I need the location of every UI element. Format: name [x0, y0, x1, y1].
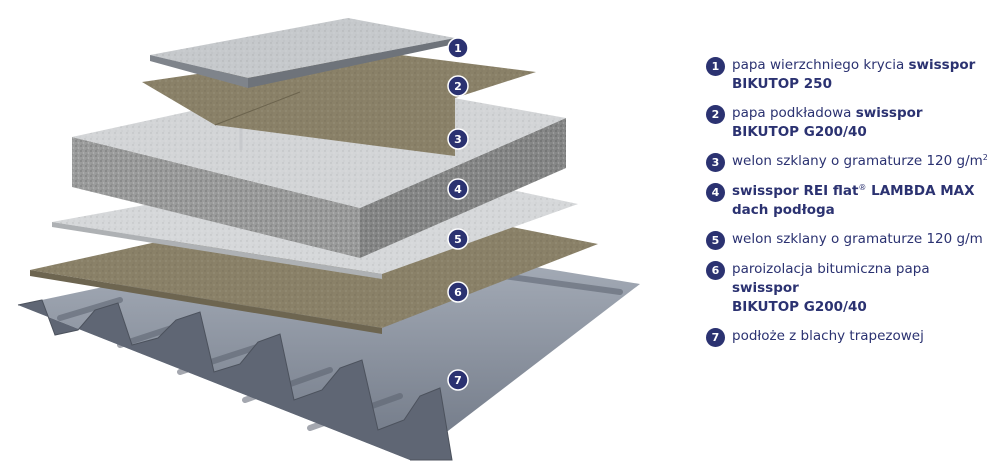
legend-item-3: 3 welon szklany o gramaturze 120 g/m2	[706, 152, 996, 172]
svg-text:6: 6	[454, 286, 462, 299]
callout-7-icon: 7	[447, 369, 469, 391]
callout-4-icon: 4	[447, 178, 469, 200]
number-badge-icon: 7	[706, 328, 725, 347]
legend-text: welon szklany o gramaturze 120 g/m2	[732, 153, 988, 169]
svg-text:1: 1	[454, 42, 462, 55]
svg-text:2: 2	[454, 80, 462, 93]
layer-1-top-cap-sheet	[150, 18, 455, 88]
number-badge-icon: 2	[706, 105, 725, 124]
callout-3-icon: 3	[447, 128, 469, 150]
number-badge-icon: 5	[706, 231, 725, 250]
svg-text:5: 5	[454, 233, 462, 246]
callout-6-icon: 6	[447, 281, 469, 303]
number-badge-icon: 4	[706, 183, 725, 202]
number-badge-icon: 3	[706, 153, 725, 172]
legend-item-5: 5 welon szklany o gramaturze 120 g/m	[706, 230, 996, 250]
legend-text: welon szklany o gramaturze 120 g/m	[732, 231, 983, 247]
svg-text:7: 7	[454, 374, 462, 387]
callout-1-icon: 1	[447, 37, 469, 59]
roof-layers-diagram: 1 2 3 4 5 6 7	[17, 18, 640, 461]
legend-text: podłoże z blachy trapezowej	[732, 328, 924, 344]
number-badge-icon: 6	[706, 261, 725, 280]
svg-text:3: 3	[454, 133, 462, 146]
callout-5-icon: 5	[447, 228, 469, 250]
legend-item-7: 7 podłoże z blachy trapezowej	[706, 327, 996, 347]
number-badge-icon: 1	[706, 57, 725, 76]
callout-2-icon: 2	[447, 75, 469, 97]
svg-text:4: 4	[454, 183, 462, 196]
